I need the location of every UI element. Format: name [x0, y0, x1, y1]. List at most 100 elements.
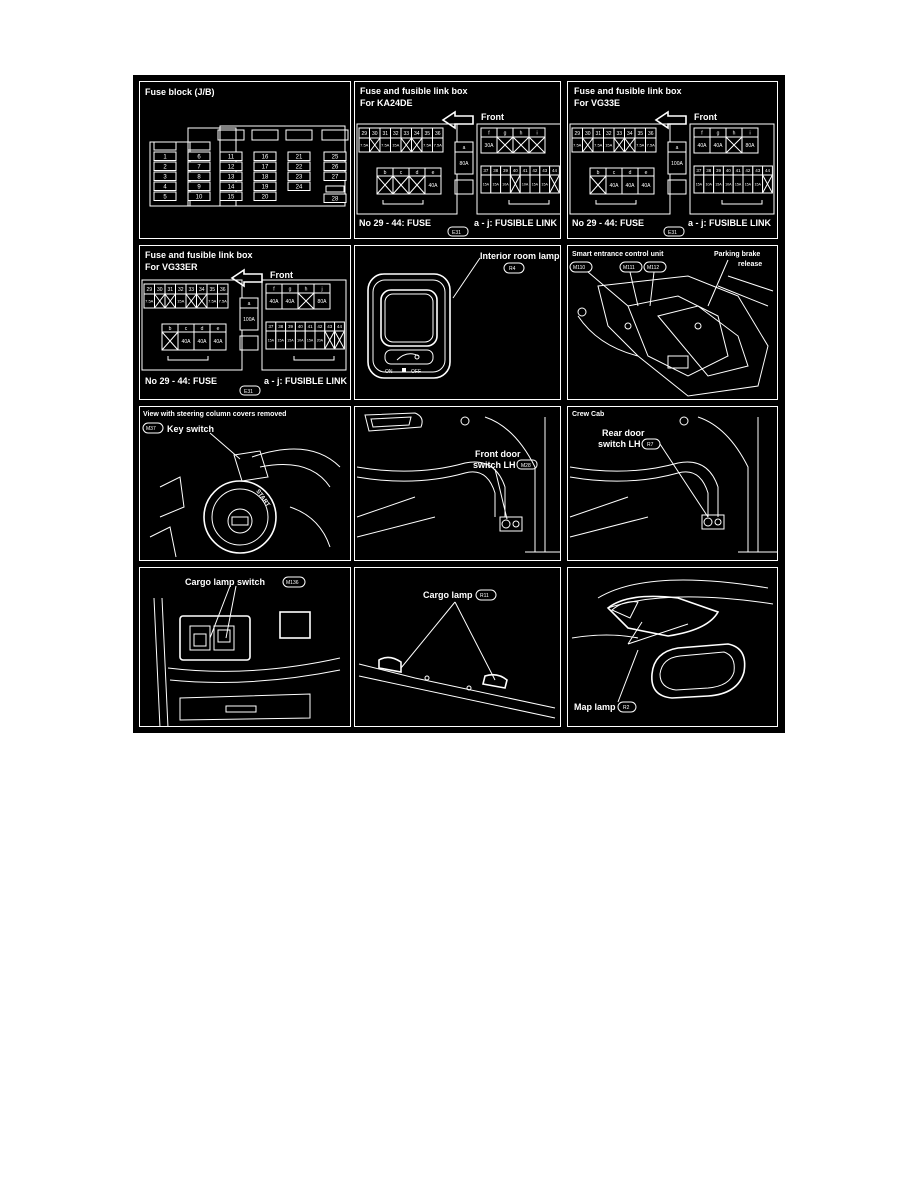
link-f-text: f [488, 130, 490, 136]
fuse-legend: No 29 - 44: FUSE [145, 376, 217, 386]
fuse-39-rating-text: 15A [715, 182, 722, 186]
link-h-text: h [305, 286, 308, 292]
link-e-rating-text: 40A [642, 183, 652, 189]
panel-front-door-switch: Front door switch LH M28 [354, 406, 561, 561]
front-arrow-icon [230, 268, 263, 288]
front-label: Front [270, 270, 293, 280]
fuse-2-text: 2 [163, 164, 167, 170]
link-f-text: f [701, 130, 703, 136]
link-e-rating-text: 40A [429, 183, 439, 189]
fuse-25-text: 25 [332, 154, 339, 160]
fuse-4 [153, 181, 177, 191]
connector-label: E31 [244, 389, 253, 395]
fuse-36-rating [217, 293, 229, 309]
link-c-rating-text: 40A [182, 339, 192, 345]
fuse-34-text: 34 [199, 287, 205, 293]
panel-fuse-box-ka24de: Fuse and fusible link box For KA24DE Fro… [354, 81, 561, 239]
fuse-11 [219, 151, 243, 161]
fuse-39-rating-text: 15A [287, 338, 294, 342]
fuse-35-text: 35 [424, 131, 430, 137]
connector-label: E31 [668, 230, 677, 236]
fuse-36-rating-text: 7.5A [647, 142, 656, 147]
panel-key-switch: View with steering column covers removed… [139, 406, 351, 561]
fuse-26-text: 26 [332, 164, 339, 170]
fuse-33-text: 33 [616, 131, 622, 137]
fuse-30-text: 30 [157, 287, 163, 293]
fuse-9-text: 9 [197, 184, 201, 190]
link-g-rating-text: 40A [286, 299, 296, 305]
front-label: Front [694, 112, 717, 122]
front-label: Front [481, 112, 504, 122]
fuse-29-rating-text: 7.5A [145, 298, 154, 303]
panel-title: Fuse and fusible link box [574, 86, 682, 96]
connector-m28: M28 [521, 463, 531, 469]
rear-door-switch-diagram: Crew Cab Rear door switch LH R7 [569, 411, 777, 553]
front-door-label-2: switch LH [473, 460, 516, 470]
fuse-4-text: 4 [163, 184, 167, 190]
fuse-7 [187, 161, 211, 171]
fuse-14 [219, 181, 243, 191]
fusible-link-legend: a - j: FUSIBLE LINK [264, 376, 348, 386]
link-a-text: a [463, 145, 466, 151]
fuse-14-text: 14 [228, 184, 235, 190]
link-f-rating-text: 40A [698, 143, 708, 149]
panel-cargo-lamp: Cargo lamp R11 [354, 567, 561, 727]
fuse-5 [153, 191, 177, 201]
fuse-17 [253, 161, 277, 171]
fuse-41-rating-text: 15A [735, 182, 742, 186]
link-f-rating-text: 30A [485, 143, 495, 149]
fuse-29-rating-text: 7.5A [360, 142, 369, 147]
fuse-43-text: 43 [542, 168, 548, 173]
link-a-rating-text: 100A [243, 317, 255, 323]
fuse-37-text: 37 [696, 168, 702, 173]
fuse-35-rating-text: 7.5A [208, 298, 217, 303]
smart-entrance-diagram: Smart entrance control unit Parking brak… [569, 251, 774, 397]
link-g-text: g [289, 286, 292, 292]
link-d-text: d [629, 170, 632, 176]
panel-cargo-lamp-switch: Cargo lamp switch M136 [139, 567, 351, 727]
link-e-rating-text: 40A [214, 339, 224, 345]
connector-m111: M111 [623, 265, 635, 271]
panel-interior-room-lamp: Interior room lamp R4 ON OFF [354, 245, 561, 400]
fuse-37-text: 37 [268, 324, 274, 329]
fuse-20-text: 20 [262, 194, 269, 200]
fuse-25 [323, 151, 347, 161]
front-door-label-1: Front door [475, 449, 521, 459]
panel-map-lamp: Map lamp R2 [567, 567, 778, 727]
fuse-29-text: 29 [146, 287, 152, 293]
smart-entrance-label: Smart entrance control unit [572, 251, 664, 258]
fuse-30-text: 30 [372, 131, 378, 137]
fuse-36-text: 36 [220, 287, 226, 293]
fuse-31-text: 31 [167, 287, 173, 293]
link-d-rating-text: 40A [626, 183, 636, 189]
fuse-8 [187, 171, 211, 181]
link-a-text: a [248, 301, 251, 307]
link-a-rating [239, 307, 259, 331]
fuse-12 [219, 161, 243, 171]
parking-brake-label: Parking brake [714, 251, 760, 258]
panel-title: Fuse and fusible link box [360, 86, 468, 96]
rear-door-label-2: switch LH [598, 439, 641, 449]
fuse-3 [153, 171, 177, 181]
panel-title: Fuse and fusible link box [145, 250, 253, 260]
fuse-1-text: 1 [163, 154, 167, 160]
panel-subtitle: For VG33ER [145, 262, 198, 272]
fuse-6-text: 6 [197, 154, 201, 160]
fuse-39-text: 39 [503, 168, 509, 173]
fuse-27 [323, 171, 347, 181]
fuse-39-text: 39 [716, 168, 722, 173]
fusible-link-legend: a - j: FUSIBLE LINK [474, 218, 558, 228]
fuse-35-text: 35 [209, 287, 215, 293]
fuse-legend: No 29 - 44: FUSE [359, 218, 431, 228]
link-i-text: i [536, 130, 537, 136]
fuse-11-text: 11 [228, 154, 235, 160]
link-j-rating-text: 80A [318, 299, 328, 305]
fuse-22-text: 22 [296, 164, 303, 170]
front-arrow-icon [654, 110, 687, 130]
fuse-10-text: 10 [196, 194, 203, 200]
link-g-text: g [504, 130, 507, 136]
fuse-42-rating-text: 15A [532, 182, 539, 186]
fuse-41-rating-text: 15A [307, 338, 314, 342]
fuse-44-text: 44 [552, 168, 558, 173]
